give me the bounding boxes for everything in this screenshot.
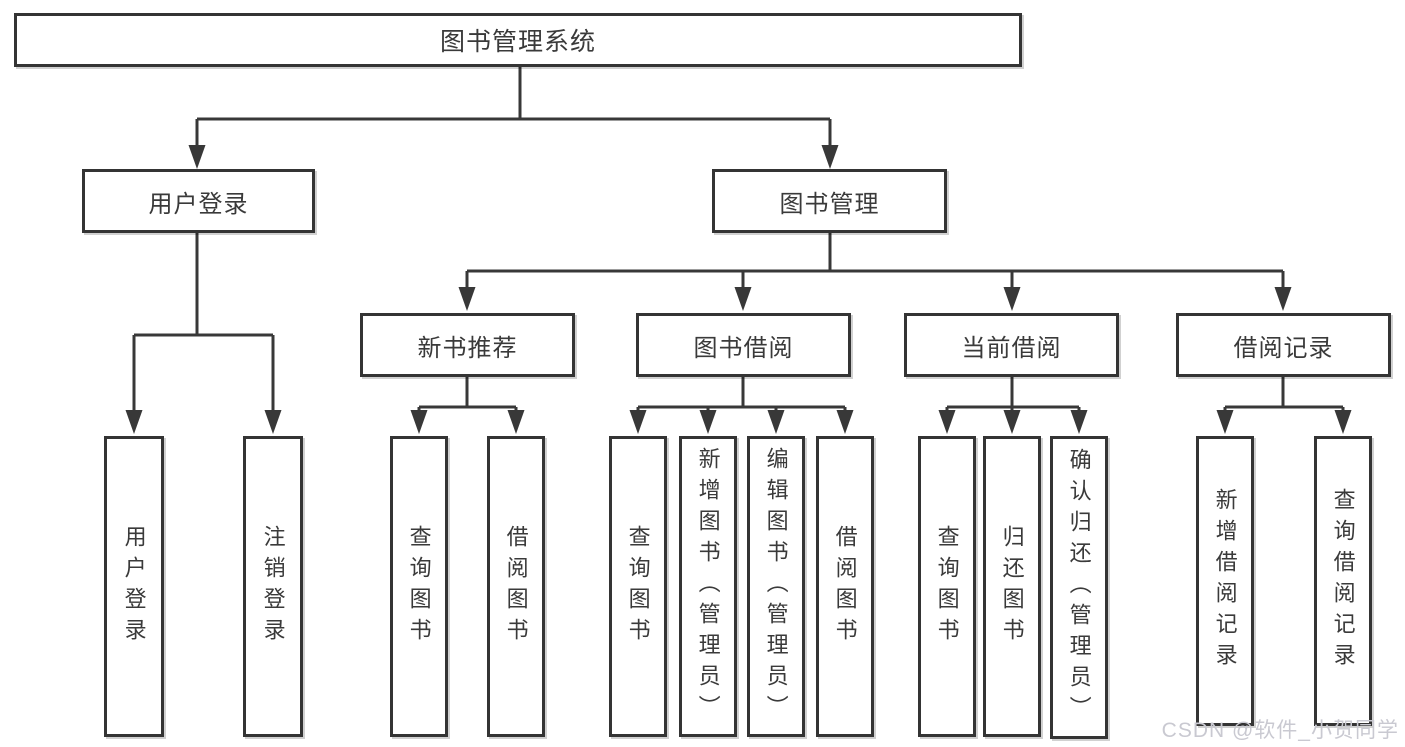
node-current-return-books-label: 归还图书 (999, 524, 1025, 649)
node-user-login-label: 用户登录 (148, 190, 249, 218)
node-user-login-leaf-label: 用户登录 (121, 524, 147, 649)
node-recommend-borrow-books: 借阅图书 (487, 436, 545, 737)
node-user-login: 用户登录 (82, 169, 315, 233)
node-current-borrowing-label: 当前借阅 (961, 334, 1062, 362)
node-current-borrowing: 当前借阅 (904, 313, 1119, 377)
node-borrowing-query-books-label: 查询图书 (625, 524, 651, 649)
node-borrowing-borrow-books-label: 借阅图书 (832, 524, 858, 649)
node-current-confirm-return-admin-label: 确认归还（管理员） (1066, 448, 1092, 727)
node-new-book-recommend-label: 新书推荐 (417, 334, 518, 362)
node-records-query-record: 查询借阅记录 (1314, 436, 1372, 726)
node-borrowing-edit-books-admin: 编辑图书（管理员） (747, 436, 805, 737)
watermark: CSDN @软件_小贺同学 (1161, 719, 1399, 742)
node-current-confirm-return-admin: 确认归还（管理员） (1050, 436, 1108, 739)
node-logout: 注销登录 (243, 436, 303, 737)
node-borrowing-add-books-admin: 新增图书（管理员） (679, 436, 737, 737)
node-recommend-query-books: 查询图书 (390, 436, 448, 737)
node-book-borrowing: 图书借阅 (636, 313, 851, 377)
node-book-management: 图书管理 (712, 169, 947, 233)
node-recommend-query-books-label: 查询图书 (406, 524, 432, 649)
node-current-query-books: 查询图书 (918, 436, 976, 737)
node-borrow-records: 借阅记录 (1176, 313, 1391, 377)
node-borrowing-query-books: 查询图书 (609, 436, 667, 737)
node-borrowing-add-books-admin-label: 新增图书（管理员） (695, 447, 721, 726)
arrowheads (125, 145, 1352, 434)
node-borrowing-edit-books-admin-label: 编辑图书（管理员） (763, 447, 789, 726)
node-book-borrowing-label: 图书借阅 (693, 334, 794, 362)
node-records-query-record-label: 查询借阅记录 (1330, 488, 1356, 674)
node-library-system-label: 图书管理系统 (439, 28, 596, 56)
node-borrow-records-label: 借阅记录 (1233, 334, 1334, 362)
node-logout-label: 注销登录 (260, 524, 286, 649)
node-records-add-record: 新增借阅记录 (1196, 436, 1254, 726)
node-borrowing-borrow-books: 借阅图书 (816, 436, 874, 737)
node-current-return-books: 归还图书 (983, 436, 1041, 737)
node-user-login-leaf: 用户登录 (104, 436, 164, 737)
node-current-query-books-label: 查询图书 (934, 524, 960, 649)
node-recommend-borrow-books-label: 借阅图书 (503, 524, 529, 649)
node-records-add-record-label: 新增借阅记录 (1212, 488, 1238, 674)
node-library-system: 图书管理系统 (14, 13, 1022, 67)
node-book-management-label: 图书管理 (779, 190, 880, 218)
node-new-book-recommend: 新书推荐 (360, 313, 575, 377)
